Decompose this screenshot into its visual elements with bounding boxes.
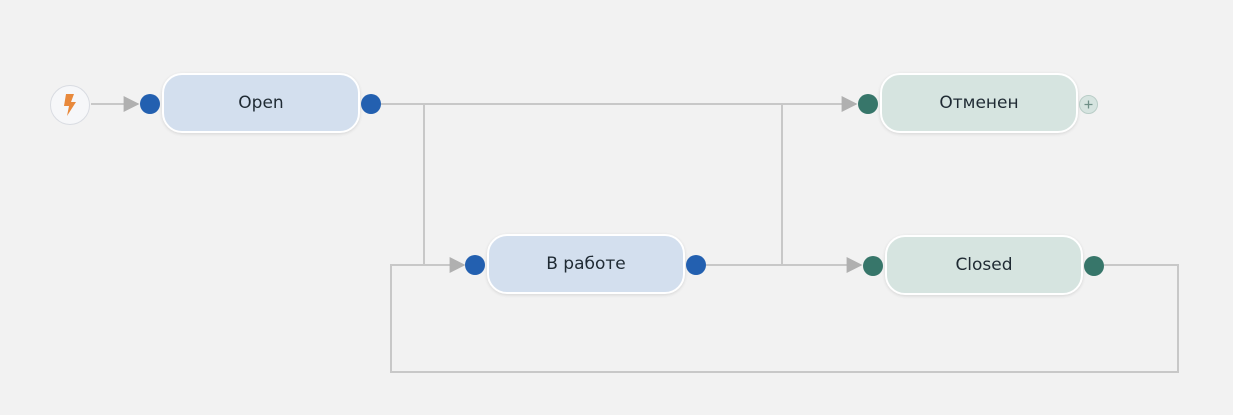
transition-in-progress-cancelled[interactable] [706,104,783,266]
state-label: Отменен [939,93,1019,113]
plus-icon [1084,100,1093,109]
open-output-port[interactable] [361,94,381,114]
cancelled-input-port[interactable] [858,94,878,114]
in-progress-output-port[interactable] [686,255,706,275]
closed-input-port[interactable] [863,256,883,276]
closed-output-port[interactable] [1084,256,1104,276]
state-closed[interactable]: Closed [885,235,1083,295]
state-open[interactable]: Open [162,73,360,133]
in-progress-input-port[interactable] [465,255,485,275]
state-label: Closed [955,255,1013,275]
lightning-icon [64,94,76,116]
start-node[interactable] [50,85,90,125]
state-in-progress[interactable]: В работе [487,234,685,294]
state-label: Open [238,93,284,113]
transition-open-in-progress[interactable] [381,103,466,273]
transition-closed-in-progress[interactable] [390,264,1179,373]
add-transition-button[interactable] [1079,95,1098,114]
state-label: В работе [546,254,626,274]
state-cancelled[interactable]: Отменен [880,73,1078,133]
open-input-port[interactable] [140,94,160,114]
